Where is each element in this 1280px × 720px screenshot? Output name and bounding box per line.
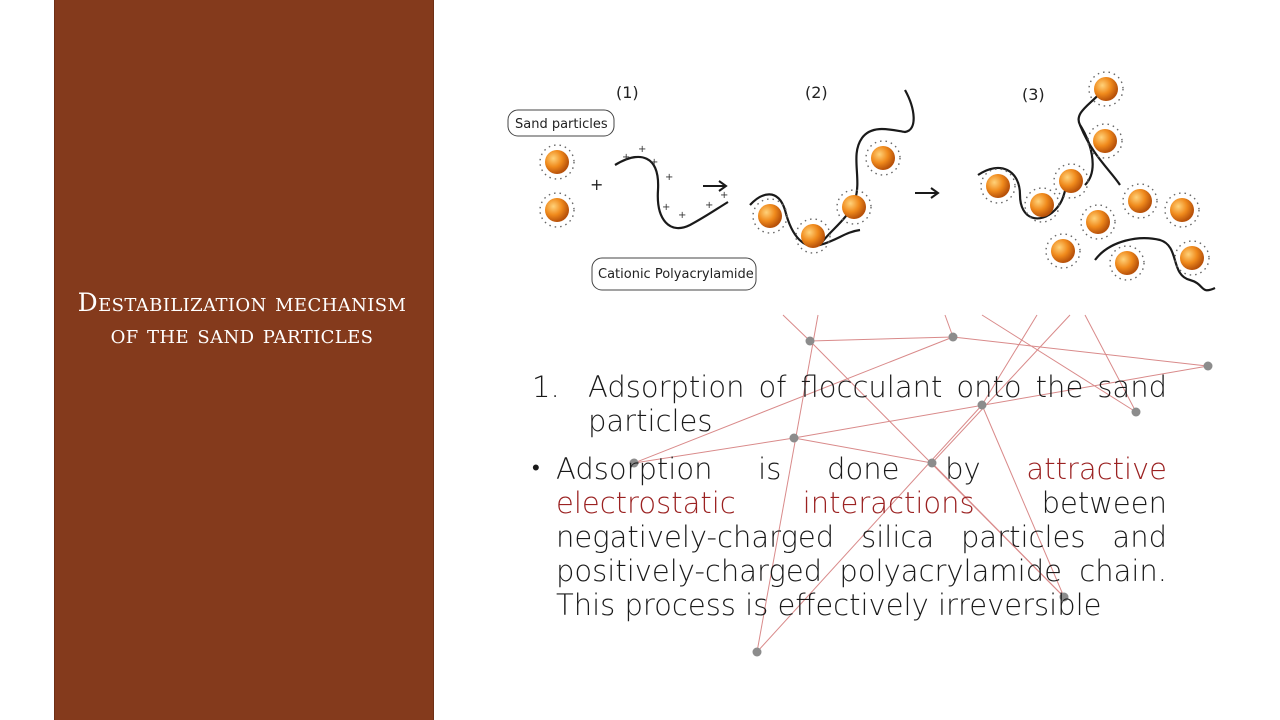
sand-particle xyxy=(1030,193,1054,217)
title-panel xyxy=(55,0,433,720)
reaction-arrow xyxy=(915,187,940,199)
svg-text:+: + xyxy=(650,157,658,168)
sand-particle xyxy=(986,174,1010,198)
charge-halos xyxy=(980,71,1210,281)
charge-halo xyxy=(539,144,575,180)
sand-particle xyxy=(842,195,866,219)
sand-particle xyxy=(1128,189,1152,213)
svg-text:+: + xyxy=(638,144,646,155)
step-label-2: (2) xyxy=(805,83,828,102)
sand-particle xyxy=(801,224,825,248)
sand-particle xyxy=(1115,251,1139,275)
item-text: Adsorption of flocculant onto the sand p… xyxy=(588,370,1167,438)
cationic-charges: + + + + + + + + xyxy=(622,144,728,221)
bullet-symbol: • xyxy=(532,456,540,481)
slide-body: 1. Adsorption of flocculant onto the san… xyxy=(532,370,1167,622)
sand-particle xyxy=(1170,198,1194,222)
sand-particle xyxy=(1180,246,1204,270)
flocculation-diagram: (1) (2) (3) Sand particles Cationic Poly… xyxy=(507,71,1216,292)
step-label-3: (3) xyxy=(1022,85,1045,104)
svg-text:+: + xyxy=(678,210,686,221)
bullet-item: • Adsorption is done by attractive elect… xyxy=(532,452,1167,622)
sand-particle xyxy=(871,146,895,170)
cpam-callout xyxy=(591,257,757,291)
bullet-text: Adsorption is done by attractive electro… xyxy=(556,452,1167,622)
svg-text:+: + xyxy=(622,152,630,163)
charge-halo xyxy=(539,192,575,228)
sand-particle xyxy=(758,204,782,228)
svg-text:+: + xyxy=(665,172,673,183)
sand-particle xyxy=(1093,129,1117,153)
svg-text:+: + xyxy=(705,200,713,211)
sand-particle xyxy=(1086,210,1110,234)
bullet-text-after: between negatively-charged silica partic… xyxy=(556,486,1167,622)
step-label-1: (1) xyxy=(616,83,639,102)
sand-particle xyxy=(1094,77,1118,101)
svg-text:+: + xyxy=(720,190,728,201)
item-number: 1. xyxy=(532,370,560,404)
reaction-arrow xyxy=(703,180,728,192)
polymer-chain xyxy=(977,84,1216,292)
slide-title: Destabilization mechanism of the sand pa… xyxy=(77,288,407,349)
numbered-item: 1. Adsorption of flocculant onto the san… xyxy=(532,370,1167,438)
sand-particle xyxy=(1059,169,1083,193)
cpam-label: Cationic Polyacrylamide xyxy=(598,267,754,282)
sand-particle xyxy=(1051,239,1075,263)
sand-particles-label: Sand particles xyxy=(515,117,608,132)
charge-halos xyxy=(752,140,901,254)
polymer-chain xyxy=(614,156,729,230)
polymer-chain xyxy=(1078,124,1121,186)
plus-sign: + xyxy=(590,175,603,194)
sand-particle xyxy=(545,150,569,174)
sand-particle xyxy=(545,198,569,222)
bullet-text-before: Adsorption is done by xyxy=(556,452,981,486)
sand-particles-callout xyxy=(507,109,615,137)
svg-text:+: + xyxy=(662,202,670,213)
highlighted-phrase: attractive electrostatic interactions xyxy=(556,452,1168,520)
